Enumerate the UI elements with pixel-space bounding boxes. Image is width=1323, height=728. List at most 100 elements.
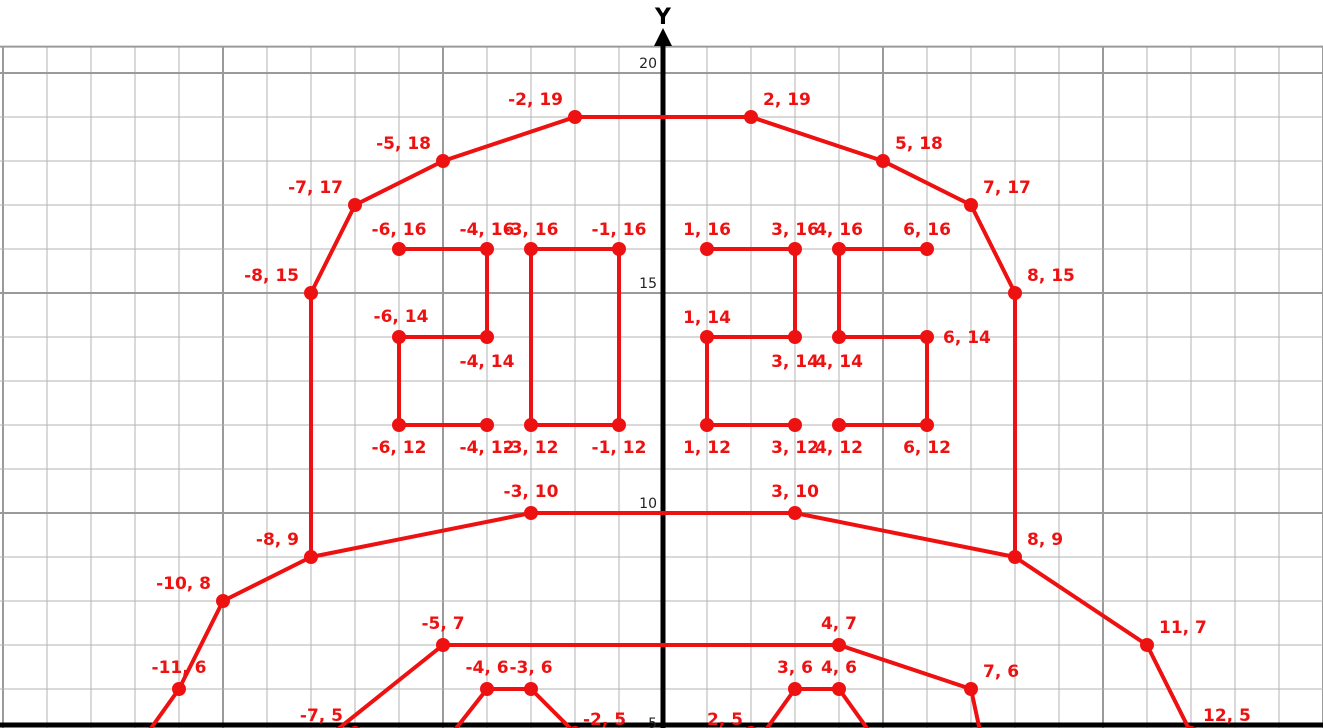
data-point [832, 638, 846, 652]
data-point [392, 418, 406, 432]
point-label: -6, 14 [374, 307, 429, 327]
data-point [700, 418, 714, 432]
point-label: 3, 6 [777, 658, 813, 678]
data-point [524, 506, 538, 520]
series-line [309, 115, 1017, 559]
point-label: -5, 18 [376, 134, 431, 154]
data-point [1008, 550, 1022, 564]
data-point [920, 242, 934, 256]
point-label: 8, 9 [1027, 530, 1063, 550]
y-axis-title: Y [654, 5, 672, 30]
series-line [705, 247, 797, 427]
point-label: 3, 12 [771, 438, 819, 458]
data-point [1008, 286, 1022, 300]
data-point [304, 286, 318, 300]
point-label: -4, 16 [460, 220, 515, 240]
point-label: -8, 15 [244, 266, 299, 286]
data-point [612, 418, 626, 432]
point-label: 4, 16 [815, 220, 863, 240]
point-label: -4, 12 [460, 438, 515, 458]
point-label: 7, 6 [983, 662, 1019, 682]
data-point [788, 506, 802, 520]
data-point [524, 242, 538, 256]
data-point [964, 682, 978, 696]
data-point [436, 638, 450, 652]
data-point [788, 330, 802, 344]
data-point [480, 330, 494, 344]
point-label: 3, 16 [771, 220, 819, 240]
point-label: 1, 12 [683, 438, 731, 458]
point-label: 3, 14 [771, 352, 819, 372]
point-label: 12, 5 [1203, 706, 1251, 726]
data-point [788, 418, 802, 432]
point-label: -7, 5 [300, 706, 343, 726]
point-label: 5, 18 [895, 134, 943, 154]
data-point [304, 550, 318, 564]
point-label: 2, 19 [763, 90, 811, 110]
point-label: 1, 14 [683, 308, 731, 328]
y-tick-label: 20 [639, 56, 657, 72]
y-tick-label: 15 [639, 276, 657, 292]
point-label: -5, 7 [421, 614, 464, 634]
point-label: 6, 16 [903, 220, 951, 240]
data-point [392, 330, 406, 344]
data-point [700, 330, 714, 344]
data-point [480, 418, 494, 432]
point-label: -7, 17 [288, 178, 343, 198]
point-label: -10, 8 [156, 574, 211, 594]
series-line [453, 687, 573, 728]
y-tick-label: 10 [639, 496, 657, 512]
y-axis-arrow [654, 28, 672, 46]
point-label: 3, 10 [771, 482, 819, 502]
point-label: -3, 6 [509, 658, 552, 678]
data-point [832, 242, 846, 256]
data-point [964, 198, 978, 212]
point-label: 11, 7 [1159, 618, 1207, 638]
point-label: -1, 12 [592, 438, 647, 458]
point-label: -6, 16 [372, 220, 427, 240]
data-point [480, 242, 494, 256]
data-point [524, 682, 538, 696]
data-point [832, 682, 846, 696]
data-point [524, 418, 538, 432]
data-point [480, 682, 494, 696]
data-point [920, 418, 934, 432]
data-point [700, 242, 714, 256]
axes: 20 15 10 5 [0, 28, 1323, 728]
data-point [876, 154, 890, 168]
y-tick-label: 5 [648, 716, 657, 728]
point-label: -1, 16 [592, 220, 647, 240]
point-label: -11, 6 [152, 658, 207, 678]
point-label: 4, 6 [821, 658, 857, 678]
point-label: -3, 12 [504, 438, 559, 458]
data-point [788, 242, 802, 256]
point-label: 4, 14 [815, 352, 863, 372]
point-label: -6, 12 [372, 438, 427, 458]
series-line [764, 687, 870, 728]
data-point [216, 594, 230, 608]
data-point [1140, 638, 1154, 652]
data-point [568, 110, 582, 124]
point-label: -3, 16 [504, 220, 559, 240]
data-point [832, 330, 846, 344]
data-point [744, 110, 758, 124]
point-label: -8, 9 [256, 530, 299, 550]
point-label: 6, 14 [943, 328, 991, 348]
data-point [392, 242, 406, 256]
point-label: 7, 17 [983, 178, 1031, 198]
series-line [397, 247, 489, 427]
data-point [832, 418, 846, 432]
point-label: 4, 7 [821, 614, 857, 634]
point-label: -3, 10 [504, 482, 559, 502]
series-line [837, 247, 929, 427]
point-label: -4, 14 [460, 352, 515, 372]
point-label: 1, 16 [683, 220, 731, 240]
series-line [148, 511, 1191, 728]
data-point [348, 198, 362, 212]
data-point [436, 154, 450, 168]
point-label: -2, 5 [583, 710, 626, 728]
point-label: -4, 6 [465, 658, 508, 678]
point-label: 6, 12 [903, 438, 951, 458]
